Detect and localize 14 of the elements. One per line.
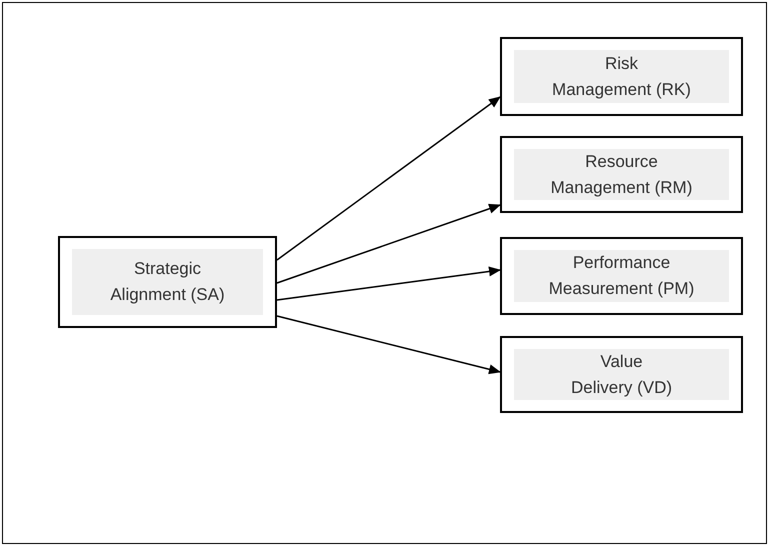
box-label: Resource Management (RM) xyxy=(550,150,692,198)
box-label: Risk Management (RK) xyxy=(552,52,691,100)
arrow xyxy=(276,96,501,261)
process-box xyxy=(500,237,743,315)
arrow xyxy=(276,204,501,284)
process-box xyxy=(500,136,743,213)
process-box xyxy=(58,236,277,328)
box-label: Strategic Alignment (SA) xyxy=(110,258,225,306)
box-label: Performance Measurement (PM) xyxy=(548,252,694,300)
arrow xyxy=(276,266,501,301)
box-label: Value Delivery (VD) xyxy=(570,350,672,398)
arrow xyxy=(276,315,501,374)
process-box xyxy=(500,37,743,116)
process-box xyxy=(500,336,743,413)
